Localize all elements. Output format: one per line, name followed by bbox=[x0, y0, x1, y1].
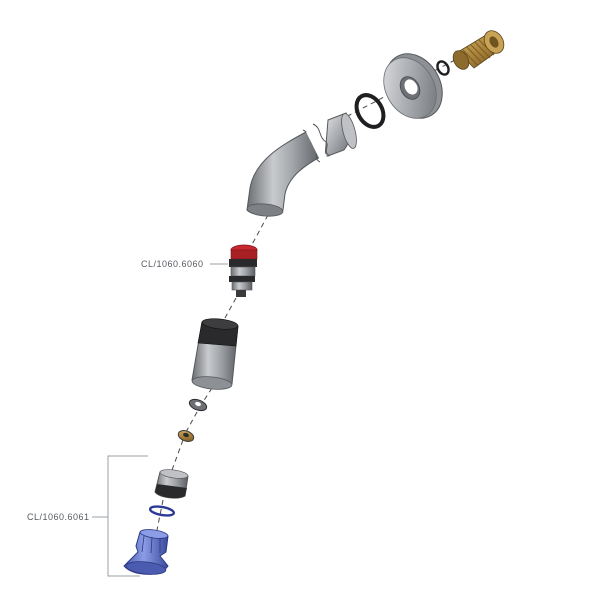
curved-spout-tube bbox=[246, 112, 357, 217]
callout-label-cl-1060-6060: CL/1060.6060 bbox=[141, 259, 204, 269]
blue-key-handle bbox=[123, 529, 169, 575]
assembly-axis bbox=[156, 59, 456, 531]
blue-o-ring bbox=[148, 505, 176, 517]
wall-flange-rosette bbox=[383, 53, 443, 119]
large-o-ring bbox=[354, 93, 386, 129]
small-washer bbox=[188, 398, 208, 412]
callout-label-cl-1060-6061: CL/1060.6061 bbox=[27, 512, 90, 522]
brass-nut bbox=[177, 430, 195, 442]
callout-bracket-bottom bbox=[92, 455, 148, 577]
outlet-body-sleeve bbox=[191, 318, 239, 390]
valve-cartridge-red-cap bbox=[229, 244, 258, 297]
chrome-insert bbox=[154, 469, 189, 499]
small-o-ring-top bbox=[436, 60, 450, 76]
brass-threaded-connector bbox=[452, 30, 505, 70]
